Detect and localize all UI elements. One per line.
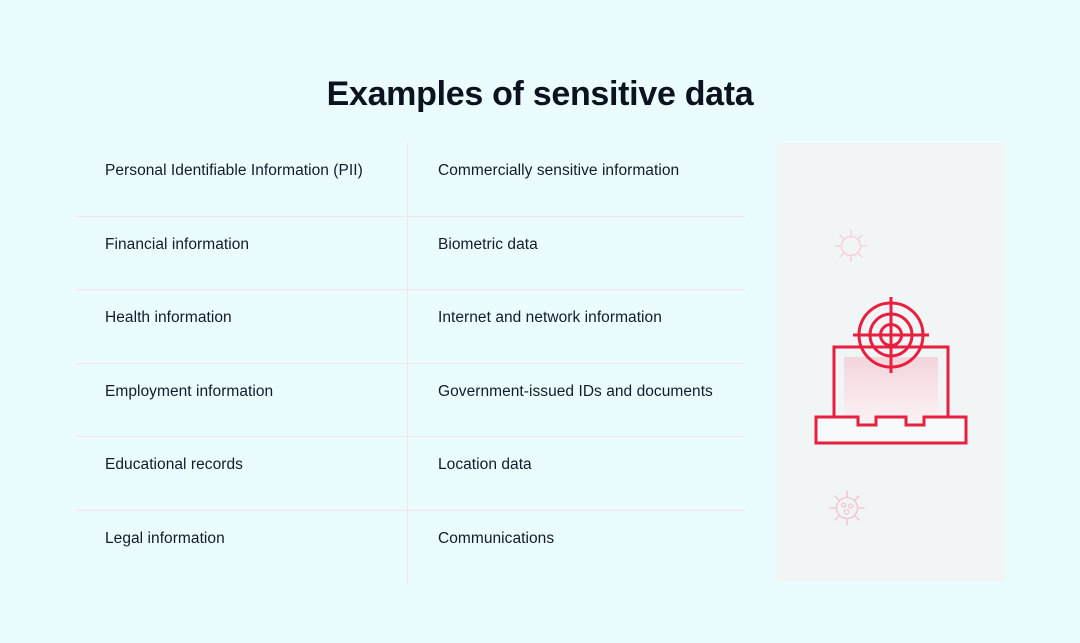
list-item-label: Employment information xyxy=(105,382,274,400)
list-item: Government-issued IDs and documents xyxy=(408,364,745,437)
list-item: Commercially sensitive information xyxy=(408,143,745,217)
list-item: Personal Identifiable Information (PII) xyxy=(75,143,408,217)
list-item-label: Personal Identifiable Information (PII) xyxy=(105,162,363,179)
list-item-label: Financial information xyxy=(105,235,250,253)
list-item-label: Government-issued IDs and documents xyxy=(438,382,713,400)
list-item-label: Location data xyxy=(438,456,532,473)
list-item-label: Internet and network information xyxy=(438,309,662,326)
list-item-label: Legal information xyxy=(105,529,225,547)
list-item: Employment information xyxy=(75,363,408,437)
list-item: Location data xyxy=(408,437,745,511)
page-title: Examples of sensitive data xyxy=(326,74,754,113)
list-item-label: Commercially sensitive information xyxy=(438,162,680,179)
list-item: Financial information xyxy=(75,216,408,290)
list-item-label: Health information xyxy=(105,309,232,326)
list-item: Communications xyxy=(408,511,745,585)
list-item: Legal information xyxy=(75,510,408,584)
list-item: Biometric data xyxy=(408,217,745,290)
illustration-panel xyxy=(776,143,1005,582)
list-item: Educational records xyxy=(75,437,408,511)
list-item-label: Biometric data xyxy=(438,235,538,253)
list-item-label: Educational records xyxy=(105,456,243,473)
list-item-label: Communications xyxy=(438,529,555,547)
laptop-target-icon xyxy=(812,295,970,450)
list-item: Internet and network information xyxy=(408,290,745,364)
sensitive-data-grid: Personal Identifiable Information (PII) … xyxy=(75,143,745,585)
germ-icon xyxy=(832,226,870,271)
germ-icon xyxy=(827,487,867,534)
list-item: Health information xyxy=(75,290,408,364)
